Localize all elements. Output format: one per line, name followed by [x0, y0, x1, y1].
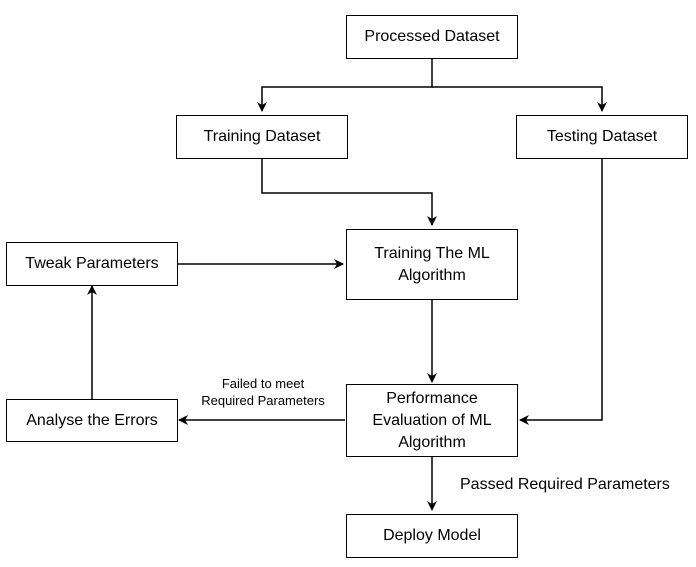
node-analyse-errors: Analyse the Errors	[6, 399, 178, 442]
node-tweak-parameters: Tweak Parameters	[6, 242, 178, 286]
node-testing-dataset-label: Testing Dataset	[546, 128, 658, 145]
node-deploy-model: Deploy Model	[346, 514, 518, 558]
edge-training-to-trainml	[261, 159, 437, 226]
node-training-ml-label-line2: Algorithm	[398, 266, 466, 284]
node-processed-dataset: Processed Dataset	[346, 15, 518, 59]
edge-label-passed: Passed Required Parameters	[460, 475, 690, 495]
node-training-ml-algorithm: Training The ML Algorithm	[346, 229, 518, 300]
node-training-dataset: Training Dataset	[176, 115, 348, 159]
node-performance-evaluation: Performance Evaluation of ML Algorithm	[346, 384, 518, 457]
node-training-dataset-label: Training Dataset	[203, 128, 321, 145]
edge-testing-to-perf	[519, 159, 603, 425]
edge-label-failed-line1: Failed to meet	[221, 376, 305, 391]
node-processed-dataset-label: Processed Dataset	[364, 28, 500, 45]
node-tweak-parameters-label: Tweak Parameters	[25, 255, 159, 272]
node-testing-dataset: Testing Dataset	[516, 115, 688, 159]
edge-label-failed: Failed to meet Required Parameters	[190, 375, 336, 409]
edge-processed-split	[257, 58, 433, 112]
edge-processed-to-testing	[432, 86, 607, 112]
edge-label-failed-line2: Required Parameters	[201, 393, 325, 408]
node-performance-label-line1: Performance	[386, 389, 478, 407]
node-performance-label-line3: Algorithm	[398, 433, 466, 451]
node-training-ml-label-line1: Training The ML	[374, 244, 490, 262]
node-deploy-model-label: Deploy Model	[383, 527, 481, 544]
node-analyse-errors-label: Analyse the Errors	[26, 411, 158, 429]
edge-label-passed-text: Passed Required Parameters	[460, 476, 670, 493]
node-performance-label-line2: Evaluation of ML	[372, 411, 492, 429]
